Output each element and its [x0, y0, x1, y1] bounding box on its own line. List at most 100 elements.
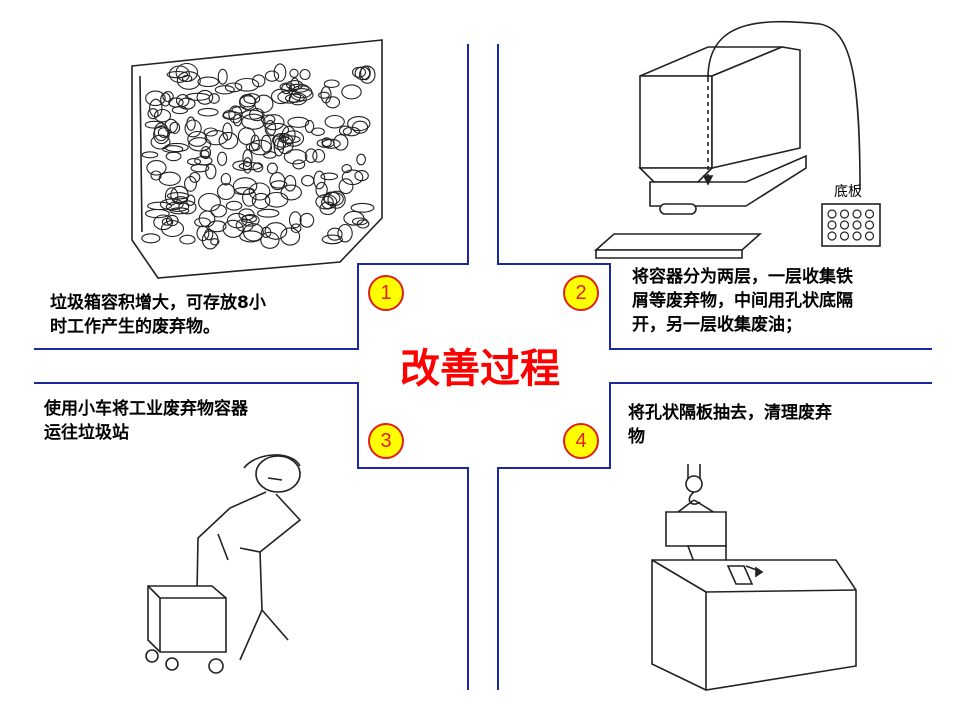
scrap-pebble — [210, 238, 220, 246]
scrap-pebble — [254, 94, 274, 113]
scrap-pebble — [321, 138, 341, 149]
scrap-pebble — [208, 93, 220, 104]
scrap-pebble — [280, 184, 302, 201]
scrap-pebble — [321, 234, 343, 245]
bottom-plate-label: 底板 — [834, 184, 862, 200]
scrap-pebble — [256, 208, 280, 218]
plate-hole — [852, 209, 862, 219]
scrap-pebble — [144, 120, 164, 129]
scrap-pebble — [273, 63, 287, 82]
scrap-pebble — [178, 97, 196, 110]
scrap-pebble — [325, 96, 341, 109]
scrap-pebble — [248, 139, 273, 156]
scrap-pebble — [169, 207, 190, 215]
step-1-badge: 1 — [368, 275, 404, 311]
step-1-caption: 垃圾箱容积增大，可存放8小 时工作产生的废弃物。 — [50, 293, 266, 337]
scrap-pebble — [243, 93, 261, 105]
scrap-pebble — [145, 208, 170, 219]
scrap-pebble — [287, 116, 310, 128]
scrap-pebble — [321, 137, 332, 147]
scrap-pebble — [203, 127, 218, 137]
scrap-pebble — [147, 108, 159, 120]
scrap-pebble — [263, 151, 277, 159]
scrap-pebble — [269, 172, 286, 191]
scrap-pebble — [341, 84, 362, 100]
scrap-pebble — [252, 162, 264, 173]
scrap-pebble — [311, 127, 325, 136]
scrap-pebble — [356, 153, 366, 166]
scrap-pebble — [162, 145, 184, 154]
scrap-pebble — [347, 116, 371, 132]
scrap-pebble — [222, 111, 242, 121]
divider-top-right — [497, 44, 932, 350]
crane-lifting-container-sketch — [651, 464, 857, 691]
scrap-pebble — [146, 160, 167, 176]
bin-filled-with-scrap-sketch — [131, 39, 383, 279]
scrap-pebble — [299, 212, 315, 228]
scrap-pebble — [270, 88, 292, 105]
scrap-pebble — [291, 85, 313, 99]
scrap-pebble — [168, 65, 190, 83]
divider-bottom-right — [497, 382, 932, 690]
scrap-pebble — [277, 90, 302, 104]
scrap-pebble — [175, 62, 199, 83]
scrap-pebble — [166, 70, 189, 79]
scrap-pebble — [354, 66, 371, 81]
scrap-pebble — [173, 196, 189, 204]
scrap-pebble — [222, 219, 244, 238]
scrap-pebble — [150, 134, 171, 150]
scrap-pebble — [290, 77, 300, 92]
scrap-pebble — [179, 234, 196, 245]
scrap-pebble — [175, 94, 190, 107]
scrap-pebble — [169, 121, 181, 134]
scrap-pebble — [159, 198, 184, 211]
scrap-pebble — [323, 191, 344, 207]
scrap-pebble — [242, 157, 253, 174]
step-2-badge: 2 — [563, 275, 599, 311]
scrap-pebble — [242, 223, 264, 242]
scrap-pebble — [356, 219, 370, 229]
scrap-pebble — [260, 231, 280, 249]
scrap-pebble — [319, 201, 337, 216]
scrap-pebble — [214, 85, 235, 95]
scrap-pebble — [235, 218, 254, 232]
step-4-badge: 4 — [563, 423, 599, 459]
scrap-pebble — [197, 76, 220, 88]
plate-hole — [827, 209, 837, 219]
scrap-pebble — [327, 190, 346, 209]
two-layer-container-sketch — [593, 20, 881, 259]
scrap-pebble — [341, 164, 352, 174]
scrap-pebble — [264, 70, 280, 82]
scrap-pebble — [304, 148, 318, 164]
scrap-pebble — [145, 90, 166, 107]
scrap-pebble — [350, 202, 375, 213]
scrap-pebble — [299, 68, 311, 81]
scrap-pebble — [150, 170, 162, 181]
plate-hole — [864, 220, 875, 230]
scrap-pebble — [337, 223, 353, 243]
plate-hole — [827, 231, 837, 241]
scrap-pebble — [318, 91, 330, 99]
scrap-pebble — [240, 214, 258, 223]
scrap-pebble — [216, 183, 236, 201]
scrap-pebble — [323, 79, 340, 88]
scrap-pebble — [277, 136, 294, 155]
plate-hole — [839, 220, 850, 230]
perforated-plate-holes — [827, 209, 875, 241]
scrap-pebble — [196, 89, 214, 105]
scrap-pebble — [260, 114, 276, 125]
scrap-pebble — [320, 172, 339, 181]
scrap-pebble — [216, 151, 228, 166]
scrap-pebble — [160, 220, 185, 238]
scrap-pebble — [321, 195, 334, 210]
divider-bottom-left — [34, 382, 469, 690]
page-title: 改善过程 — [400, 346, 560, 392]
scrap-pebble — [338, 178, 354, 195]
plate-hole — [864, 209, 875, 219]
scrap-pebble — [200, 146, 212, 160]
plate-hole — [827, 220, 837, 230]
plate-hole — [839, 209, 850, 219]
scrap-pebbles — [141, 62, 376, 250]
scrap-pebble — [338, 125, 352, 136]
scrap-pebble — [184, 119, 202, 138]
